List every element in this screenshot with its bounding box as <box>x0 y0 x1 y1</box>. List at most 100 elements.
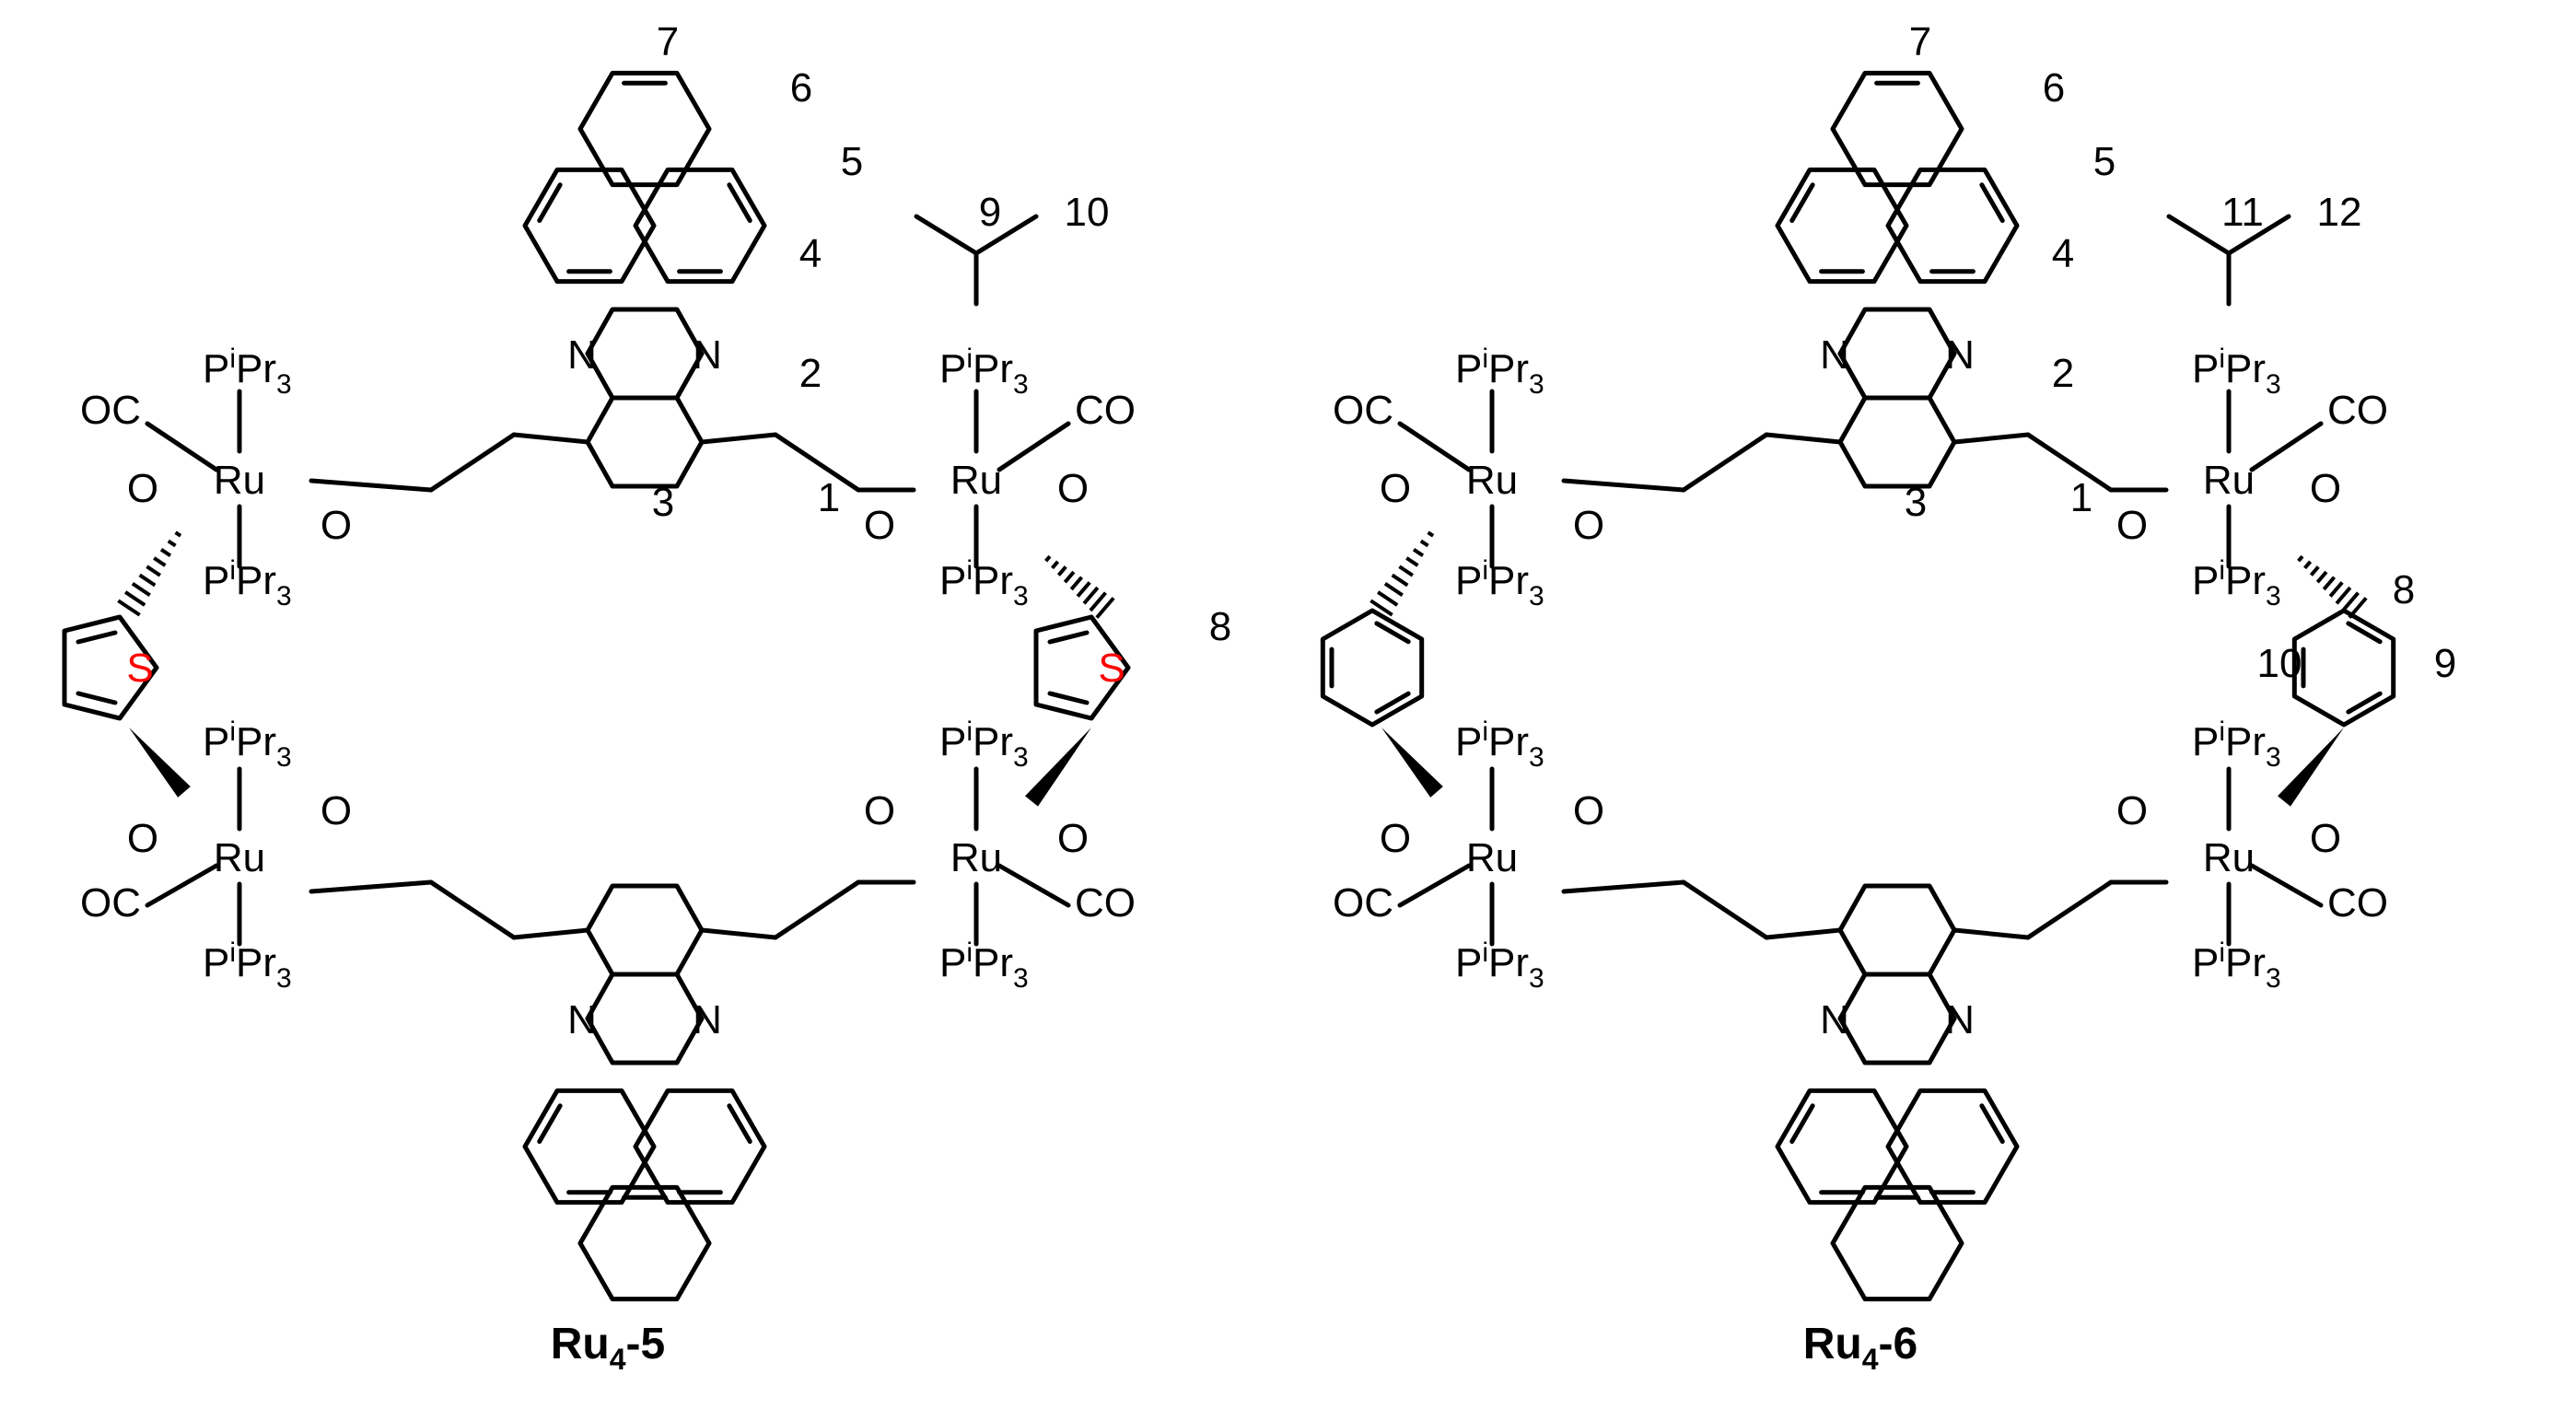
atom-number-label: 10 <box>2257 641 2302 686</box>
pyrene-ring-top <box>1830 70 1964 188</box>
nitrogen-atom-label: N <box>693 997 722 1042</box>
bold-wedge-bond <box>129 728 191 798</box>
pyrazine-bond <box>585 972 615 1021</box>
ruthenium-atom-label: Ru <box>1466 458 1518 503</box>
vinylene-double-bond <box>1681 432 1769 493</box>
phosphine-label: PiPr3 <box>203 555 292 611</box>
sulfur-atom-label: S <box>126 646 153 691</box>
pyrene-ring-top <box>1830 1184 1964 1302</box>
hashed-wedge-bond <box>1370 530 1435 617</box>
atom-number-label: 3 <box>1905 480 1927 525</box>
nitrogen-atom-label: N <box>1820 997 1849 1042</box>
nitrogen-atom-label: N <box>1945 332 1975 378</box>
oxygen-atom-label: O <box>321 503 352 548</box>
vinylene-double-bond <box>428 879 517 940</box>
phosphine-label: PiPr3 <box>2192 344 2281 400</box>
vinylene-bond <box>511 432 590 445</box>
phosphine-label: PiPr3 <box>1455 716 1544 773</box>
ruthenium-atom-label: Ru <box>1466 835 1518 880</box>
ruthenium-atom-label: Ru <box>2203 458 2255 503</box>
isopropyl-bond <box>914 214 979 256</box>
vinylene-bond <box>699 432 778 445</box>
ru-carbonyl-bond <box>1397 421 1472 472</box>
pyrazine-bond <box>1927 351 1957 401</box>
atom-number-label: 2 <box>799 351 822 396</box>
carbonyl-ligand-label: OC <box>1333 388 1393 433</box>
vinylene-double-bond <box>2025 432 2114 493</box>
phosphine-label: PiPr3 <box>203 716 292 773</box>
atom-number-label: 4 <box>2052 231 2074 276</box>
phosphine-label: PiPr3 <box>2192 555 2281 611</box>
thiophene-double-bond <box>1047 691 1090 705</box>
pyrene-ring-left <box>522 1088 657 1205</box>
carbonyl-ligand-label: CO <box>2327 388 2388 433</box>
pyrene-ring-left <box>1775 1088 1909 1205</box>
ru-carbonyl-bond <box>997 863 1071 908</box>
thiophene-double-bond <box>76 630 118 645</box>
aromatic-double-bond <box>1789 182 1815 224</box>
atom-number-label: 7 <box>1909 19 1931 64</box>
benzene-double-bond <box>2346 691 2383 715</box>
phosphine-label: PiPr3 <box>203 344 292 400</box>
oxygen-atom-label: O <box>1057 466 1089 511</box>
atom-number-label: 6 <box>790 65 812 111</box>
hashed-wedge-bond <box>2297 554 2368 619</box>
phosphine-label: PiPr3 <box>939 555 1029 611</box>
hashed-wedge-bond <box>1044 554 1115 619</box>
vinylene-double-bond <box>428 432 517 493</box>
atom-number-label: 4 <box>799 231 822 276</box>
atom-number-label: 1 <box>818 475 840 520</box>
oxygen-atom-label: O <box>1573 788 1604 833</box>
oxygen-atom-label: O <box>1057 816 1089 861</box>
pyrene-ring-left <box>522 167 657 285</box>
vinylene-bond <box>1952 927 2031 940</box>
nitrogen-atom-label: N <box>693 332 722 378</box>
pyrene-ring-right <box>1885 167 2020 285</box>
ru-carbonyl-bond <box>1397 863 1472 908</box>
atom-number-label: 5 <box>2093 139 2116 184</box>
ruthenium-atom-label: Ru <box>950 835 1002 880</box>
quinoxaline-benzo-ring <box>585 395 705 489</box>
vinylene-bond <box>1952 432 2031 445</box>
ru-vinyl-bond <box>1561 879 1686 894</box>
thiophene-double-bond <box>1047 630 1090 645</box>
ru-carbonyl-bond <box>145 421 219 472</box>
arene-bridge-right <box>2291 608 2396 728</box>
bold-wedge-bond <box>1381 728 1443 798</box>
isopropyl-bond <box>2166 214 2232 256</box>
phosphine-label: PiPr3 <box>939 344 1029 400</box>
carbonyl-ligand-label: CO <box>1075 388 1136 433</box>
vinylene-bond <box>1764 927 1843 940</box>
nitrogen-atom-label: N <box>567 332 597 378</box>
phosphine-label: PiPr3 <box>939 937 1029 994</box>
carbonyl-ligand-label: CO <box>2327 880 2388 926</box>
pyrazine-bond <box>1837 972 1868 1021</box>
benzene-ring <box>2291 608 2396 728</box>
oxygen-atom-label: O <box>127 816 158 861</box>
pyrene-ring-left <box>1775 167 1909 285</box>
oxygen-atom-label: O <box>2116 788 2148 833</box>
phosphine-label: PiPr3 <box>1455 937 1544 994</box>
phosphine-label: PiPr3 <box>1455 344 1544 400</box>
vinylene-bond <box>511 927 590 940</box>
nitrogen-atom-label: N <box>1820 332 1849 378</box>
oxygen-atom-label: O <box>321 788 352 833</box>
vinylene-double-bond <box>773 879 861 940</box>
ru-vinyl-bond <box>309 879 434 894</box>
vinylene-bond <box>1764 432 1843 445</box>
atom-number-label: 2 <box>2052 351 2074 396</box>
arene-bridge-left <box>1320 608 1425 728</box>
benzene-ring <box>1320 608 1425 728</box>
hashed-wedge-bond <box>117 530 182 617</box>
ru-vinyl-bond <box>1561 478 1686 493</box>
isopropyl-bond <box>973 214 1039 256</box>
isopropyl-bond <box>2226 214 2291 256</box>
pyrazine-bond <box>674 351 705 401</box>
vinylene-bond <box>699 927 778 940</box>
oxygen-atom-label: O <box>2116 503 2148 548</box>
